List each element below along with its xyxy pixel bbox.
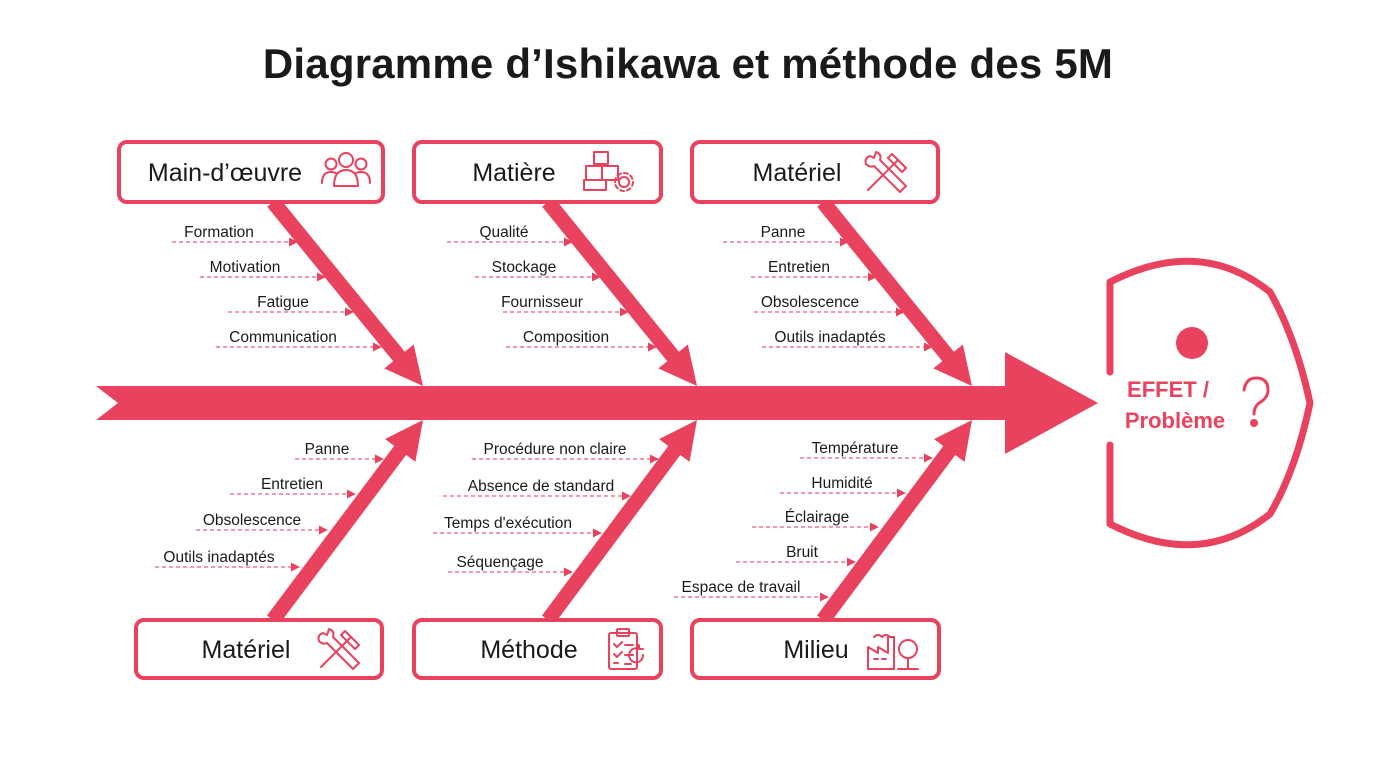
cause-label: Qualité	[479, 224, 528, 241]
cause-item: Absence de standard	[443, 478, 631, 501]
page-title: Diagramme d’Ishikawa et méthode des 5M	[262, 40, 1114, 87]
cause-item: Qualité	[447, 224, 573, 247]
cause-label: Temps d'exécution	[444, 515, 572, 532]
boxes-gear-icon	[583, 151, 634, 192]
category-label: Matériel	[753, 159, 842, 187]
spine-arrow	[96, 352, 1098, 454]
clipboard-icon	[608, 628, 645, 670]
cause-item: Température	[800, 440, 933, 463]
fish-head-outline	[1106, 257, 1314, 549]
cause-label: Entretien	[768, 259, 830, 276]
cause-item: Fournisseur	[501, 294, 629, 317]
cause-item: Panne	[723, 224, 849, 247]
cause-label: Motivation	[210, 259, 281, 276]
cause-label: Fournisseur	[501, 294, 583, 311]
cause-item: Communication	[216, 329, 382, 352]
cause-item: Outils inadaptés	[762, 329, 933, 352]
category-label: Méthode	[480, 636, 577, 664]
category-box-frame	[690, 140, 940, 204]
cause-item: Fatigue	[228, 294, 354, 317]
cause-label: Fatigue	[257, 294, 309, 311]
cause-label: Stockage	[492, 259, 557, 276]
bone-arrow-1	[542, 197, 697, 386]
cause-label: Température	[811, 440, 898, 457]
category-box-1: Matière	[412, 140, 663, 204]
cause-item: Outils inadaptés	[155, 549, 300, 572]
effect-title: EFFET /	[1127, 377, 1209, 402]
cause-label: Obsolescence	[761, 294, 859, 311]
bone-arrow-2	[817, 197, 972, 386]
category-box-2: Matériel	[690, 140, 940, 204]
cause-item: Panne	[295, 441, 384, 464]
tools-icon	[317, 628, 360, 670]
category-box-frame	[412, 140, 663, 204]
cause-item: Humidité	[780, 475, 906, 498]
cause-label: Absence de standard	[468, 478, 615, 495]
category-box-frame	[412, 618, 663, 680]
cause-label: Entretien	[261, 476, 323, 493]
cause-label: Procédure non claire	[483, 441, 626, 458]
cause-item: Formation	[172, 224, 298, 247]
category-label: Matière	[472, 159, 555, 187]
category-label: Main-d’œuvre	[148, 159, 302, 187]
category-box-3: Matériel	[134, 618, 384, 680]
cause-label: Panne	[305, 441, 350, 458]
cause-label: Éclairage	[785, 509, 850, 526]
category-box-4: Méthode	[412, 618, 663, 680]
cause-label: Composition	[523, 329, 609, 346]
cause-item: Composition	[506, 329, 657, 352]
cause-item: Temps d'exécution	[433, 515, 602, 538]
cause-item: Procédure non claire	[472, 441, 659, 464]
bone-arrow-3	[267, 420, 423, 625]
category-label: Matériel	[202, 636, 291, 664]
category-box-5: Milieu	[690, 618, 941, 680]
cause-item: Obsolescence	[196, 512, 328, 535]
cause-item: Espace de travail	[674, 579, 829, 602]
cause-label: Obsolescence	[203, 512, 301, 529]
cause-item: Bruit	[736, 544, 856, 567]
bone-arrow-4	[541, 420, 697, 625]
cause-label: Panne	[761, 224, 806, 241]
tools-icon	[864, 151, 907, 193]
bone-arrow-5	[816, 420, 972, 625]
effect-subtitle: Problème	[1125, 408, 1225, 433]
question-mark-icon	[1242, 376, 1270, 427]
cause-label: Humidité	[811, 475, 872, 492]
cause-item: Entretien	[230, 476, 356, 499]
fish-eye	[1176, 327, 1208, 359]
cause-label: Séquençage	[456, 554, 543, 571]
fish-head: EFFET / Problème	[1106, 257, 1314, 549]
cause-item: Obsolescence	[754, 294, 905, 317]
bone-arrow-0	[267, 197, 423, 386]
cause-label: Bruit	[786, 544, 819, 561]
cause-item: Motivation	[200, 259, 326, 282]
cause-label: Outils inadaptés	[774, 329, 885, 346]
people-icon	[321, 152, 371, 187]
factory-tree-icon	[867, 634, 919, 670]
cause-label: Espace de travail	[682, 579, 801, 596]
cause-item: Séquençage	[448, 554, 573, 577]
cause-label: Formation	[184, 224, 254, 241]
cause-item: Stockage	[475, 259, 601, 282]
category-box-frame	[117, 140, 385, 204]
category-label: Milieu	[783, 636, 848, 664]
cause-label: Communication	[229, 329, 337, 346]
cause-item: Entretien	[751, 259, 877, 282]
cause-item: Éclairage	[752, 509, 879, 532]
cause-label: Outils inadaptés	[163, 549, 274, 566]
category-box-0: Main-d’œuvre	[117, 140, 385, 204]
